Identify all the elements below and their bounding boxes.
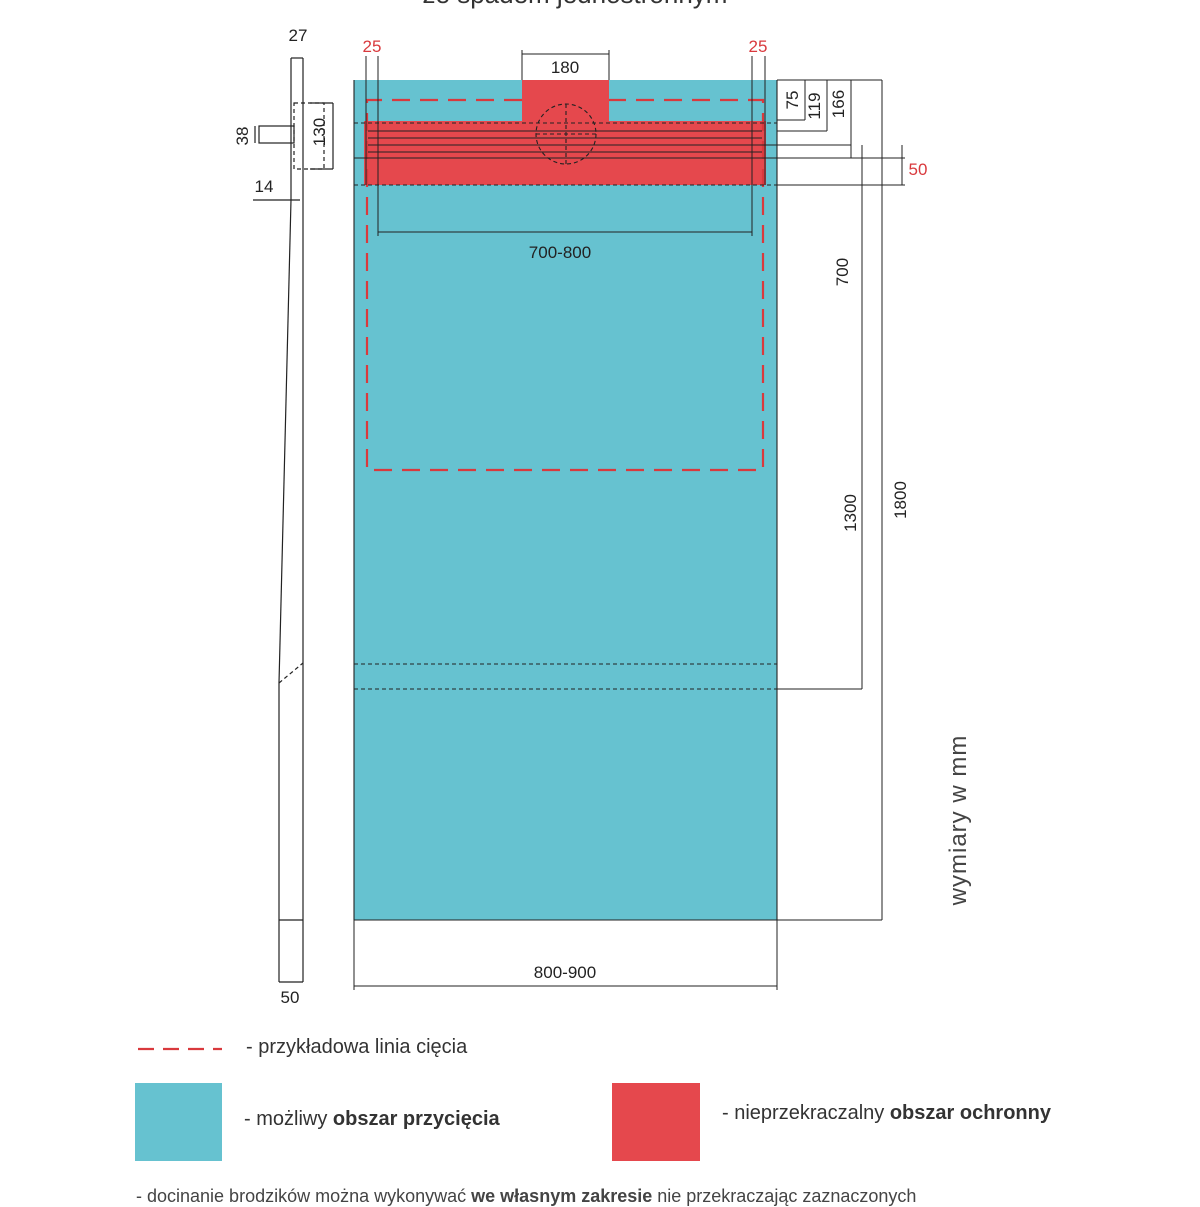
side-view bbox=[253, 57, 334, 983]
legend-protected-area-swatch bbox=[612, 1083, 700, 1161]
footnote-bold: we własnym zakresie bbox=[471, 1186, 653, 1206]
legend-protected-area: - nieprzekraczalny obszar ochronny bbox=[722, 1102, 1051, 1125]
dim-drain-depth: 130 bbox=[310, 118, 329, 146]
footnote-suffix: nie przekraczając zaznaczonych bbox=[652, 1186, 917, 1206]
front-view bbox=[353, 50, 905, 990]
cut-area bbox=[354, 80, 777, 920]
legend-protected-area-prefix: - nieprzekraczalny bbox=[722, 1102, 890, 1124]
dim-outlet-height: 38 bbox=[233, 127, 252, 146]
legend-cut-line: - przykładowa linia cięcia bbox=[246, 1036, 467, 1059]
dim-50: 50 bbox=[909, 160, 928, 179]
footnote: - docinanie brodzików można wykonywać we… bbox=[136, 1186, 916, 1207]
side-drain-body bbox=[293, 102, 325, 170]
dim-drain-span: 700-800 bbox=[529, 243, 591, 262]
dim-side-top-width: 27 bbox=[289, 26, 308, 45]
legend-cut-area: - możliwy obszar przycięcia bbox=[244, 1108, 500, 1131]
dim-1800: 1800 bbox=[891, 481, 910, 519]
dim-166: 166 bbox=[829, 90, 848, 118]
legend-cut-area-swatch bbox=[135, 1083, 222, 1161]
dim-lip: 14 bbox=[255, 177, 274, 196]
legend-cut-area-bold: obszar przycięcia bbox=[332, 1108, 500, 1130]
dim-side-bottom-width: 50 bbox=[281, 988, 300, 1007]
dim-right-margin: 25 bbox=[749, 37, 768, 56]
dim-total-width: 800-900 bbox=[534, 963, 596, 982]
side-outlet bbox=[258, 125, 295, 144]
side-slope-line bbox=[278, 199, 292, 684]
dim-outlet-width: 180 bbox=[551, 58, 579, 77]
legend-protected-area-bold: obszar ochronny bbox=[889, 1102, 1051, 1124]
side-hidden-line bbox=[278, 662, 304, 684]
dim-119: 119 bbox=[805, 92, 824, 119]
units-label: wymiary w mm bbox=[945, 735, 972, 907]
drawing-title: ze spadem jednostronnym bbox=[423, 0, 728, 9]
dim-700: 700 bbox=[833, 258, 852, 286]
legend-cut-line-text: - przykładowa linia cięcia bbox=[246, 1036, 468, 1058]
legend-cut-area-prefix: - możliwy bbox=[244, 1108, 333, 1130]
footnote-prefix: - docinanie brodzików można wykonywać bbox=[136, 1186, 472, 1206]
dim-left-margin: 25 bbox=[363, 37, 382, 56]
example-cut-line bbox=[365, 98, 765, 472]
dim-75: 75 bbox=[783, 91, 802, 110]
dim-1300: 1300 bbox=[841, 494, 860, 532]
protected-drain-zone bbox=[364, 121, 766, 185]
